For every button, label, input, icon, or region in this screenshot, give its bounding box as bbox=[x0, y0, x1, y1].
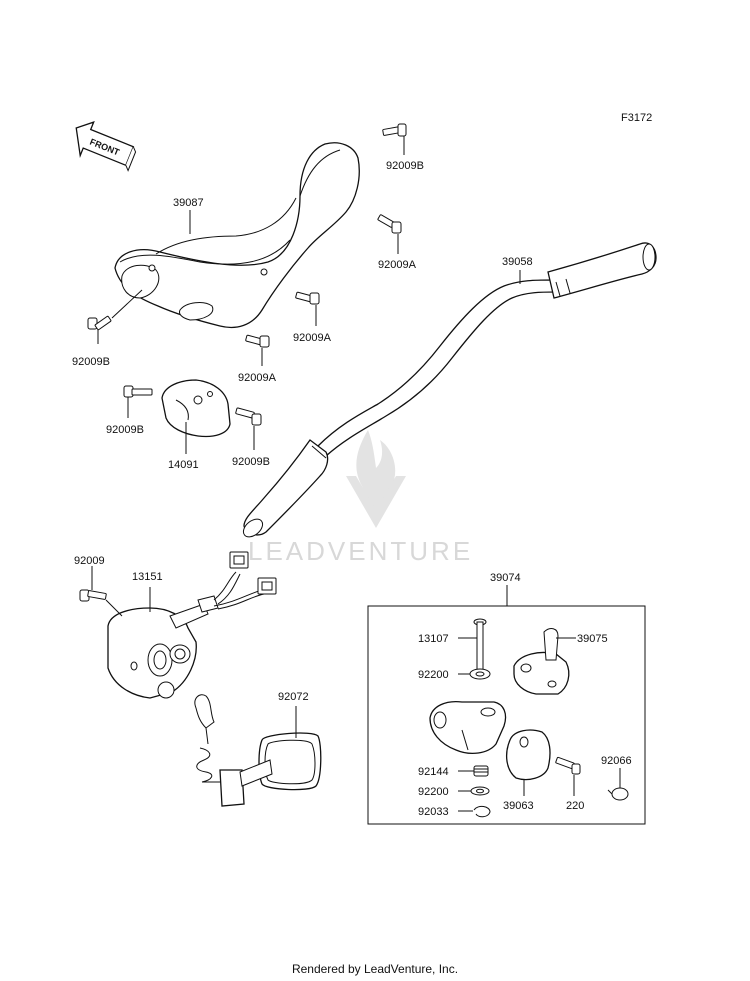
label-39063: 39063 bbox=[503, 800, 534, 812]
screw-92009B-left bbox=[87, 315, 112, 331]
label-92009A-mid: 92009A bbox=[293, 332, 332, 344]
pin-13107 bbox=[473, 618, 487, 675]
screw-92009A-mid bbox=[295, 291, 320, 305]
label-220: 220 bbox=[566, 800, 584, 812]
label-39058: 39058 bbox=[502, 256, 533, 268]
label-39074: 39074 bbox=[490, 572, 521, 584]
lever-cover-39063 bbox=[505, 729, 551, 781]
label-92144: 92144 bbox=[418, 766, 449, 778]
throttle-lever bbox=[429, 700, 507, 755]
label-92009B-left: 92009B bbox=[72, 356, 110, 368]
screw-92009B-top bbox=[382, 123, 407, 137]
label-92072: 92072 bbox=[278, 691, 309, 703]
label-92009B-top: 92009B bbox=[386, 160, 424, 172]
front-arrow-icon: FRONT bbox=[75, 121, 137, 172]
screw-220 bbox=[555, 756, 581, 775]
spring-92144 bbox=[473, 765, 489, 777]
bracket-39075 bbox=[513, 628, 570, 695]
label-92009B-cover-left: 92009B bbox=[106, 424, 144, 436]
label-92009A-low: 92009A bbox=[238, 372, 277, 384]
footer-credit: Rendered by LeadVenture, Inc. bbox=[291, 962, 459, 976]
label-92200-a: 92200 bbox=[418, 669, 449, 681]
label-13107: 13107 bbox=[418, 633, 449, 645]
label-14091: 14091 bbox=[168, 459, 199, 471]
watermark-text: LEADVENTURE bbox=[248, 536, 473, 566]
handlebar-cover bbox=[114, 142, 360, 329]
screw-92009B-cover-left bbox=[123, 385, 153, 398]
screw-92009A-low bbox=[245, 334, 270, 348]
switch-assembly bbox=[107, 551, 277, 699]
screw-92009A-right bbox=[377, 214, 402, 234]
group-box-39074 bbox=[367, 605, 646, 825]
washer-92200-b bbox=[470, 786, 490, 796]
lanyard-clip bbox=[194, 694, 322, 807]
figure-code: F3172 bbox=[621, 112, 652, 124]
cap-92066 bbox=[607, 787, 629, 801]
clip-92033 bbox=[473, 805, 491, 818]
label-92009B-cover-right: 92009B bbox=[232, 456, 270, 468]
watermark: LEADVENTURE bbox=[248, 430, 473, 566]
washer-92200-a bbox=[469, 668, 491, 680]
label-92033: 92033 bbox=[418, 806, 449, 818]
label-13151: 13151 bbox=[132, 571, 163, 583]
label-39087: 39087 bbox=[173, 197, 204, 209]
label-92066: 92066 bbox=[601, 755, 632, 767]
screw-92009B-cover-right bbox=[235, 407, 262, 426]
label-39075: 39075 bbox=[577, 633, 608, 645]
screw-92009 bbox=[79, 589, 107, 602]
label-92200-b: 92200 bbox=[418, 786, 449, 798]
handlebar bbox=[242, 242, 657, 538]
label-92009: 92009 bbox=[74, 555, 105, 567]
label-92009A-right: 92009A bbox=[378, 259, 417, 271]
switch-cover bbox=[161, 379, 231, 438]
